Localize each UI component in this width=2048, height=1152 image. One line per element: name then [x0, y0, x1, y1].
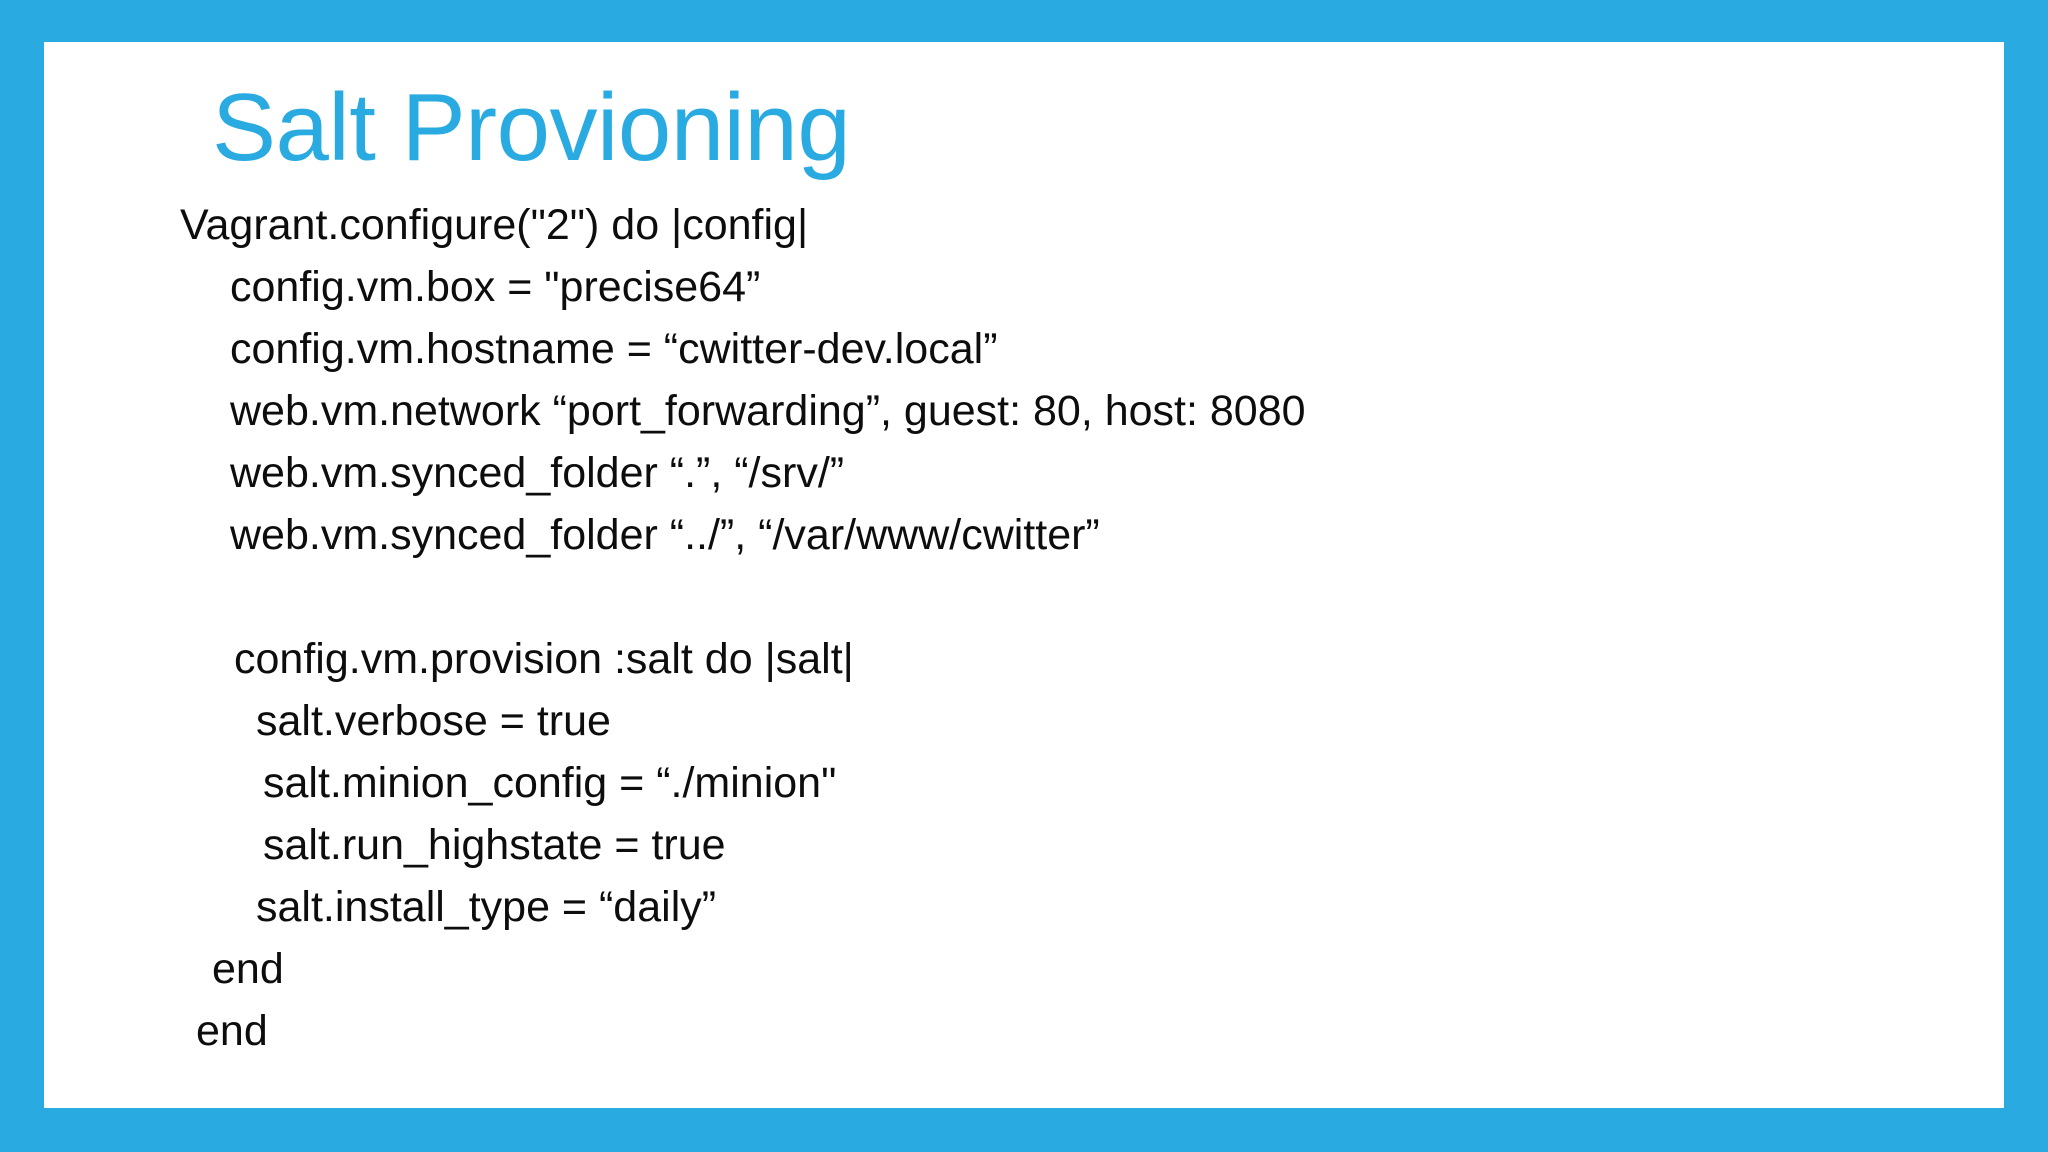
code-line: Vagrant.configure("2") do |config| [180, 201, 809, 249]
code-line: config.vm.hostname = “cwitter-dev.local” [230, 325, 998, 373]
code-line: salt.run_highstate = true [263, 821, 726, 869]
code-line: end [196, 1007, 268, 1055]
code-line: web.vm.synced_folder “../”, “/var/www/cw… [230, 511, 1100, 559]
code-line: end [212, 945, 284, 993]
code-block: Vagrant.configure("2") do |config| config… [44, 194, 2004, 1062]
code-line: web.vm.synced_folder “.”, “/srv/” [230, 449, 845, 497]
code-line-blank [44, 566, 2004, 628]
code-line: salt.verbose = true [256, 697, 611, 745]
code-line: web.vm.network “port_forwarding”, guest:… [230, 387, 1306, 435]
code-line: config.vm.provision :salt do |salt| [234, 635, 854, 683]
code-line: salt.minion_config = “./minion" [263, 759, 837, 807]
code-line: salt.install_type = “daily” [256, 883, 717, 931]
code-line: config.vm.box = "precise64” [230, 263, 761, 311]
slide-canvas: Salt Provioning Vagrant.configure("2") d… [44, 42, 2004, 1108]
page-title: Salt Provioning [212, 74, 851, 181]
